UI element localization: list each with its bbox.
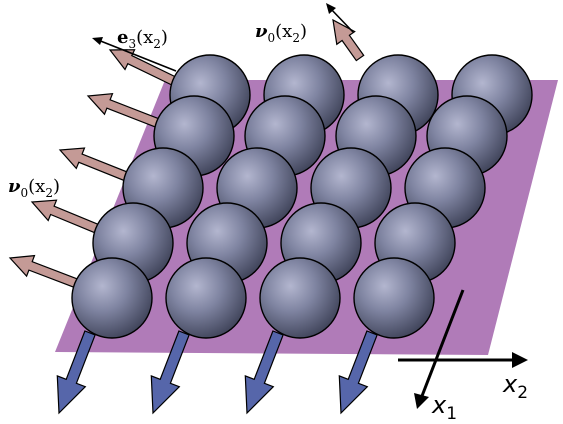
nu-left-label: ν0(x2) xyxy=(8,176,60,200)
blue-arrow-2 xyxy=(150,330,190,415)
x1-axis-line xyxy=(420,289,465,397)
e3-vector-line xyxy=(97,39,177,72)
nu-arrow-3 xyxy=(58,147,133,183)
nu-top-vector-line xyxy=(329,7,354,33)
sphere-r5-c1 xyxy=(71,257,153,339)
nu-arrow-4 xyxy=(30,199,103,235)
nu-arrow-5 xyxy=(8,254,81,289)
blue-arrow-3 xyxy=(244,330,284,415)
x2-axis-head xyxy=(512,352,528,368)
sphere-r5-c3 xyxy=(259,257,341,339)
blue-arrow-group xyxy=(56,330,378,415)
nu-arrow-6 xyxy=(332,18,365,62)
blue-arrow-1 xyxy=(56,330,96,415)
nu-arrow-2 xyxy=(86,93,163,129)
nu-top-vector-head xyxy=(326,3,336,14)
sphere-group xyxy=(71,54,533,339)
sphere-r5-c2 xyxy=(165,257,247,339)
e3-label: e3(x2) xyxy=(117,27,168,51)
sphere-r5-c4 xyxy=(353,257,435,339)
x1-axis-head xyxy=(414,393,429,409)
x1-axis-label: x1 xyxy=(431,391,457,424)
x2-axis-label: x2 xyxy=(502,370,528,403)
e3-vector-head xyxy=(92,37,103,45)
nu-arrow-1 xyxy=(108,49,183,89)
blue-arrow-4 xyxy=(338,330,378,415)
nu-top-label: ν0(x2) xyxy=(255,21,307,45)
nu-arrow-group xyxy=(8,18,365,289)
